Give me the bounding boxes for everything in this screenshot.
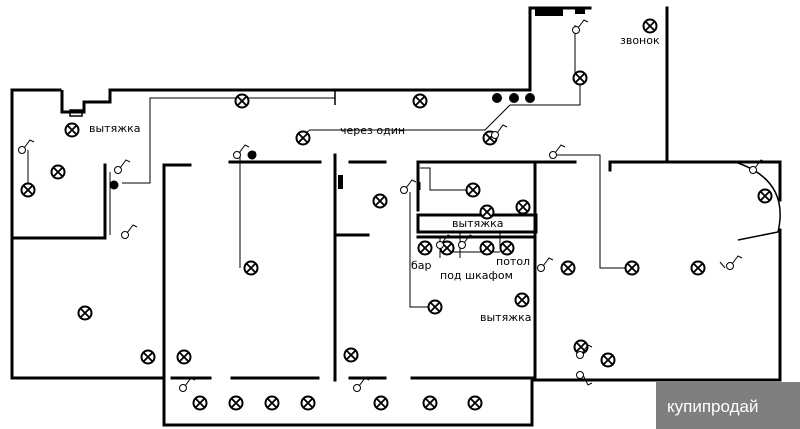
switch-dot[interactable] [509,93,519,103]
switch-icon[interactable] [576,344,593,359]
lamp-icon[interactable] [479,204,495,220]
lamp-icon[interactable] [499,240,515,256]
lamp-icon[interactable] [343,347,359,363]
switch-icon[interactable] [400,179,417,194]
lamp-icon[interactable] [234,93,250,109]
switch-icon[interactable] [537,257,554,272]
switch-icon[interactable] [233,144,250,159]
lamp-icon[interactable] [243,260,259,276]
switch-icon[interactable] [726,255,743,270]
lamp-icon[interactable] [300,395,316,411]
switch-icon[interactable] [179,377,196,392]
lamp-icon[interactable] [572,70,588,86]
lamp-icon[interactable] [422,395,438,411]
lamp-icon[interactable] [514,292,530,308]
watermark-text: купипродай [667,397,758,416]
lamps [20,18,773,411]
panel-block [535,8,563,16]
lamp-icon[interactable] [624,260,640,276]
lamp-icon[interactable] [176,349,192,365]
label-hood-top: вытяжка [89,122,141,135]
lamp-icon[interactable] [412,93,428,109]
switch-icon[interactable] [114,159,131,174]
lamp-icon[interactable] [228,395,244,411]
watermark: купипродай [656,382,800,429]
switch-icon[interactable] [121,224,138,239]
lamp-icon[interactable] [20,182,36,198]
lamp-icon[interactable] [600,352,616,368]
small-block [575,8,585,14]
label-hood-kitchen: вытяжка [452,217,504,230]
lamp-icon[interactable] [642,18,658,34]
switch-dot[interactable] [109,180,119,190]
switch-icon[interactable] [18,139,35,154]
switch-icon[interactable] [353,377,370,392]
lamp-icon[interactable] [373,395,389,411]
labels: звонок вытяжка через один вытяжка бар по… [89,34,660,324]
lamp-icon[interactable] [467,395,483,411]
door-block [338,175,343,189]
label-potol: потол [496,255,530,268]
lamp-icon[interactable] [417,240,433,256]
label-pod-shkafom: под шкафом [440,269,513,282]
lamp-icon[interactable] [77,305,93,321]
switch-icon[interactable] [436,234,453,249]
switch-dot[interactable] [525,93,535,103]
lamp-icon[interactable] [264,395,280,411]
switch-icon[interactable] [458,234,475,249]
lamp-icon[interactable] [515,199,531,215]
lamp-icon[interactable] [372,193,388,209]
lamp-icon[interactable] [140,349,156,365]
walls [10,6,782,427]
label-zvonok: звонок [620,34,660,47]
lamp-icon[interactable] [479,240,495,256]
wiring [27,25,726,308]
label-bar: бар [411,259,432,272]
switch-icon[interactable] [576,371,593,386]
lamp-icon[interactable] [64,122,80,138]
switch-dot[interactable] [247,150,257,160]
switch-icon[interactable] [572,19,589,34]
watermark-background [656,382,800,429]
lamp-icon[interactable] [560,260,576,276]
lamp-icon[interactable] [50,164,66,180]
lamp-icon[interactable] [427,299,443,315]
lamp-icon[interactable] [465,182,481,198]
switch-icon[interactable] [749,159,766,174]
lamp-icon[interactable] [295,130,311,146]
lamp-icon[interactable] [757,188,773,204]
switches [109,93,535,190]
lamp-icon[interactable] [192,395,208,411]
lamp-icon[interactable] [690,260,706,276]
switch-dot[interactable] [492,93,502,103]
switch-icon[interactable] [491,124,508,139]
label-hood-bottom: вытяжка [480,311,532,324]
label-cherez-odin: через один [340,124,405,137]
switch-symbols [18,19,766,392]
switch-icon[interactable] [549,144,566,159]
